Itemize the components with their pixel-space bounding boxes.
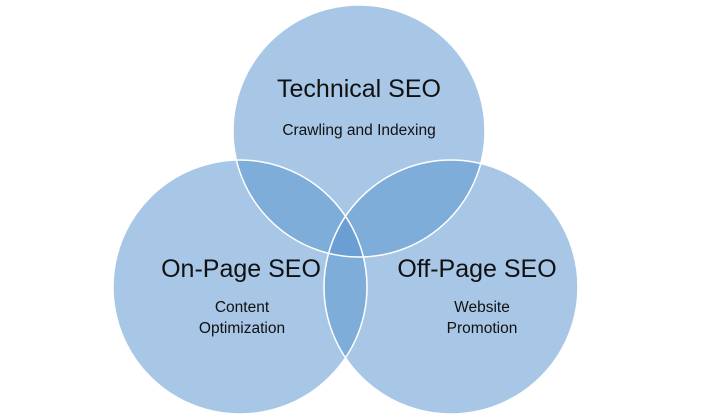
technical-offpage-overlap [324,160,485,257]
off-page-seo-subtitle-line-2: Promotion [447,320,518,337]
off-page-seo-title: Off-Page SEO [397,255,556,283]
technical-seo-outline [232,4,486,258]
technical-onpage-overlap [233,160,367,257]
on-page-seo-outline [112,159,368,415]
off-page-seo-outline [323,159,579,415]
on-page-seo-subtitle-line-2: Optimization [199,320,285,337]
on-page-seo-subtitle-line-1: Content [215,299,270,316]
technical-seo-subtitle: Crawling and Indexing [282,122,435,139]
off-page-seo-subtitle-line-1: Website [454,299,510,316]
technical-seo-title: Technical SEO [277,75,441,103]
on-page-seo-title: On-Page SEO [161,255,321,283]
